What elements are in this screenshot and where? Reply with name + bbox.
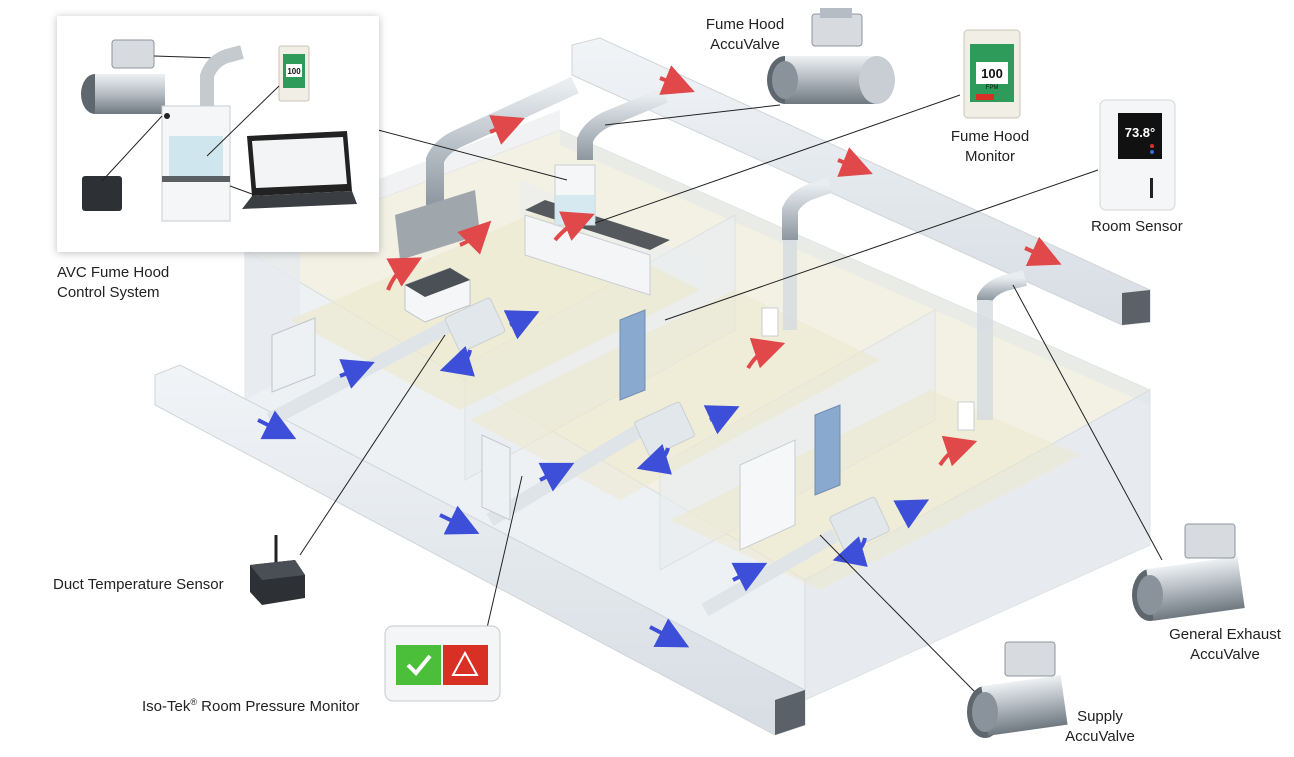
inset-monitor-value: 100 xyxy=(287,67,301,76)
general-exhaust-accuvalve-image xyxy=(1132,523,1245,621)
fume-hood-accuvalve-image xyxy=(767,8,895,104)
avc-inset-illustration: 100 xyxy=(81,39,357,222)
room-sensor-image: 73.8° xyxy=(1099,99,1176,211)
avc-inset-panel: 100 xyxy=(57,16,379,252)
fume-hood-monitor-label: Fume Hood Monitor xyxy=(935,127,1045,167)
duct-temperature-sensor-label: Duct Temperature Sensor xyxy=(53,576,224,593)
isotek-monitor-image xyxy=(384,625,501,702)
isotek-registered-mark: ® xyxy=(190,697,197,707)
supply-accuvalve-label-line2: AccuValve xyxy=(1065,728,1135,745)
supply-accuvalve-image xyxy=(967,641,1068,738)
fume-hood-monitor-value: 100 xyxy=(981,66,1003,81)
isotek-monitor-label-suffix: Room Pressure Monitor xyxy=(197,698,360,715)
leader-lines xyxy=(299,94,1163,693)
isotek-monitor-label-name: Iso-Tek xyxy=(142,698,191,715)
room-sensor-label: Room Sensor xyxy=(1091,218,1183,235)
exhaust-risers xyxy=(426,76,1027,420)
fume-hood-monitor-label-line2: Monitor xyxy=(964,148,1016,165)
general-exhaust-label-line2: AccuValve xyxy=(1190,646,1260,663)
supply-accuvalve-label: Supply AccuValve xyxy=(1045,707,1155,747)
avc-system-label-line2: Control System xyxy=(57,284,160,301)
fume-hood-monitor-image: 100 FPM xyxy=(963,29,1021,119)
supply-flow-arrows xyxy=(257,310,930,648)
supply-duct xyxy=(154,364,806,736)
fume-hood-accuvalve-label-line1: Fume Hood xyxy=(705,16,785,33)
lab-furniture xyxy=(271,164,975,551)
exhaust-duct xyxy=(571,37,1151,326)
general-exhaust-accuvalve-label: General Exhaust AccuValve xyxy=(1165,625,1285,665)
general-exhaust-label-line1: General Exhaust xyxy=(1169,626,1281,643)
exhaust-flow-arrows xyxy=(163,65,1062,467)
supply-accuvalve-label-line1: Supply xyxy=(1077,708,1123,725)
duct-temperature-sensor-image xyxy=(250,535,305,605)
fume-hood-monitor-unit: FPM xyxy=(986,85,999,91)
isotek-monitor-label: Iso-Tek® Room Pressure Monitor xyxy=(142,692,360,717)
avc-system-label: AVC Fume Hood Control System xyxy=(57,263,169,303)
avc-system-label-line1: AVC Fume Hood xyxy=(57,264,170,281)
fume-hood-monitor-label-line1: Fume Hood xyxy=(950,128,1030,145)
fume-hood-accuvalve-label: Fume Hood AccuValve xyxy=(690,15,800,55)
room-sensor-temperature: 73.8° xyxy=(1125,125,1156,140)
fume-hood-accuvalve-label-line2: AccuValve xyxy=(710,36,780,53)
inset-controller xyxy=(82,176,122,211)
